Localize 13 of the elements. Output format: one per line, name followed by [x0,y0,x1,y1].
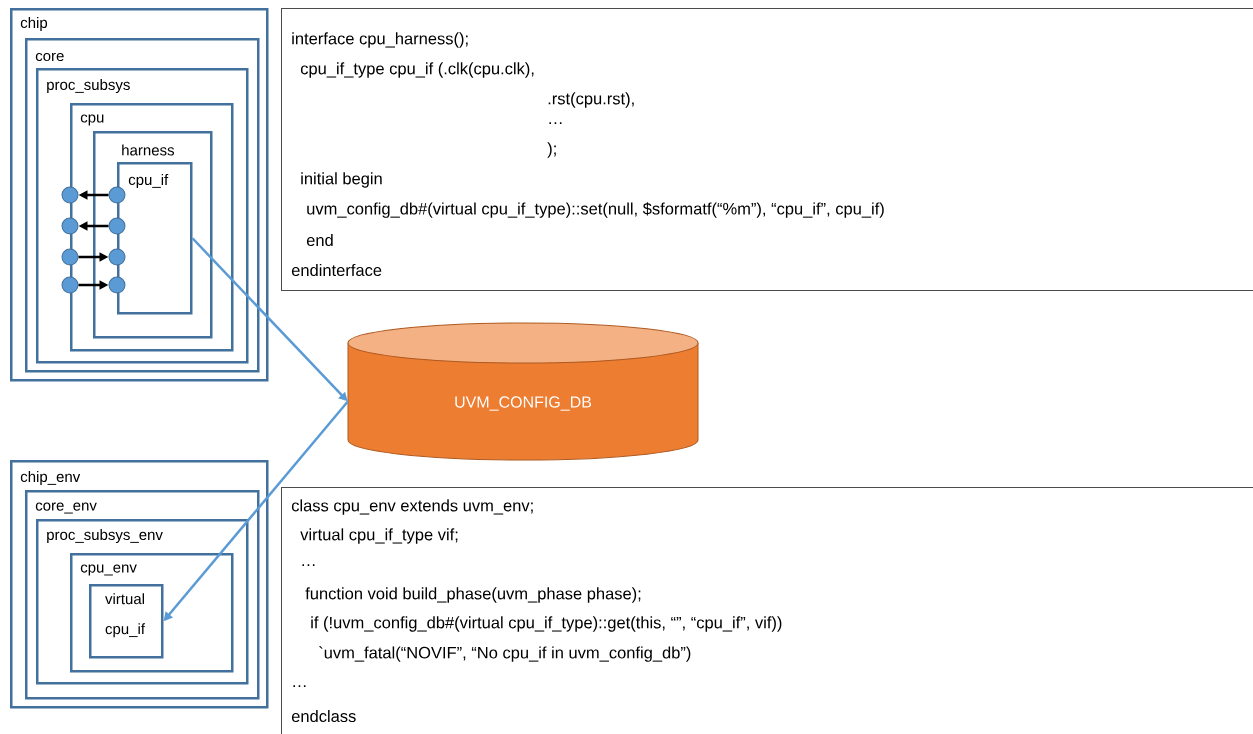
block-box: virtual cpu_if [89,584,164,659]
database-cylinder: UVM_CONFIG_DB [347,322,699,461]
code-box: class cpu_env extends uvm_env; virtual cpu_if_type vif; … function void build_phase(uvm_phase phase); if (!uvm_config_db#(virtual cpu_if_type)::get(this, “”, “cpu_if”, vif)) `uvm_fatal(“NOVIF”, “No cpu_if in uvm_config_db”) … endclass [281,487,1253,734]
port-circle [108,248,126,266]
port-circle [108,217,126,235]
port-circle [61,217,79,235]
block-box: cpu_if [117,162,193,315]
code-box: interface cpu_harness(); cpu_if_type cpu_if (.clk(cpu.clk), .rst(cpu.rst), … ); initial begin uvm_config_db#(virtual cpu_if_type)::set(null, $sformatf(“%m”), “cpu_if”, cpu_if) end endinterface [281,8,1253,291]
port-circle [108,276,126,294]
port-circle [61,186,79,204]
port-circle [108,186,126,204]
port-circle [61,248,79,266]
port-circle [61,276,79,294]
